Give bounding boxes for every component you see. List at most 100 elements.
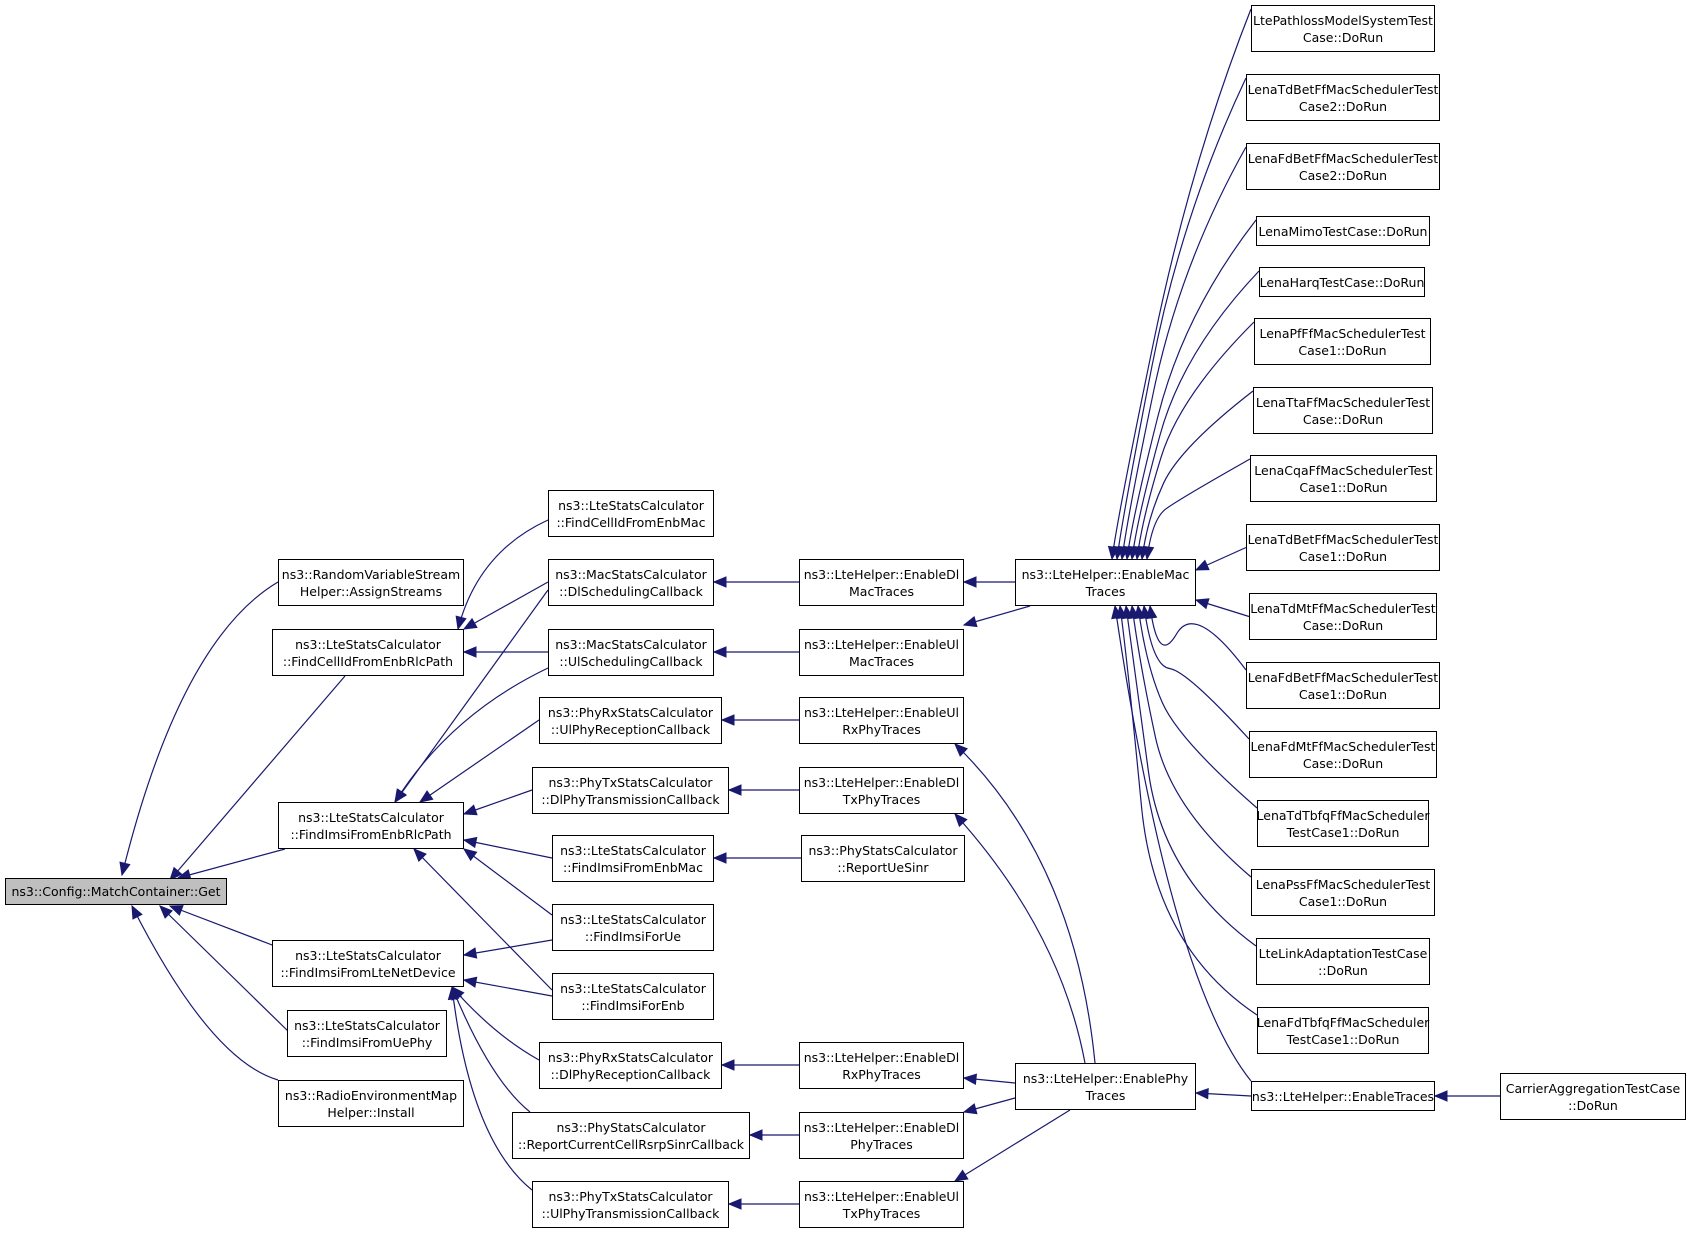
edge-fimenb-to-fimrlc bbox=[413, 848, 553, 991]
edge-ephy-to-edlrxphy bbox=[962, 1073, 1016, 1085]
graph-node-t5[interactable]: LenaHarqTestCase::DoRun bbox=[1259, 267, 1425, 297]
graph-node-carrier[interactable]: CarrierAggregationTestCase::DoRun bbox=[1500, 1073, 1686, 1120]
graph-node-dlsched[interactable]: ns3::MacStatsCalculator::DlSchedulingCal… bbox=[548, 559, 714, 606]
node-label-line: LtePathlossModelSystemTest bbox=[1253, 12, 1433, 28]
graph-node-fcirlc[interactable]: ns3::LteStatsCalculator::FindCellIdFromE… bbox=[272, 629, 464, 676]
node-label-line: ::DlPhyTransmissionCallback bbox=[541, 791, 720, 807]
graph-node-dlphyrx[interactable]: ns3::PhyRxStatsCalculator::DlPhyReceptio… bbox=[539, 1042, 722, 1089]
graph-node-uesinr[interactable]: ns3::PhyStatsCalculator::ReportUeSinr bbox=[801, 835, 965, 882]
edge-t3-to-emac bbox=[1117, 146, 1247, 561]
edge-line bbox=[131, 905, 279, 1081]
graph-node-fimenb[interactable]: ns3::LteStatsCalculator::FindImsiForEnb bbox=[552, 973, 714, 1020]
node-label-line: ns3::LteHelper::EnableDl bbox=[803, 1119, 960, 1135]
edge-etraces-to-ephy bbox=[1194, 1087, 1252, 1100]
node-label-line: MacTraces bbox=[849, 583, 914, 599]
node-label-line: LenaTdMtFfMacSchedulerTest bbox=[1250, 600, 1436, 616]
edge-ulphytx-to-fimlte bbox=[447, 985, 533, 1191]
edge-ephy-to-edlphy bbox=[962, 1097, 1016, 1115]
edge-line bbox=[1125, 605, 1257, 947]
node-label-line: Case2::DoRun bbox=[1298, 98, 1388, 114]
graph-node-fimuephy[interactable]: ns3::LteStatsCalculator::FindImsiFromUeP… bbox=[287, 1010, 447, 1057]
edge-edltxphy-to-dlphytx bbox=[727, 784, 799, 796]
graph-node-ulphyrx[interactable]: ns3::PhyRxStatsCalculator::UlPhyReceptio… bbox=[539, 697, 722, 744]
graph-node-fimenbmac[interactable]: ns3::LteStatsCalculator::FindImsiFromEnb… bbox=[552, 835, 714, 882]
node-label-line: ns3::PhyRxStatsCalculator bbox=[547, 1049, 714, 1065]
edge-ulphyrx-to-fimrlc bbox=[418, 719, 540, 803]
node-label-line: ::ReportCurrentCellRsrpSinrCallback bbox=[518, 1136, 744, 1152]
node-label-line: Case::DoRun bbox=[1302, 755, 1384, 771]
edge-line bbox=[1146, 458, 1251, 560]
node-label-line: ns3::LteHelper::EnableDl bbox=[803, 566, 960, 582]
edge-dlsched-to-fcirlc bbox=[462, 581, 549, 630]
arrowhead-icon bbox=[413, 848, 427, 862]
node-label-line: Case::DoRun bbox=[1302, 411, 1384, 427]
node-label-line: ns3::LteHelper::EnableUl bbox=[803, 636, 960, 652]
edge-dlphyrx-to-fimlte bbox=[451, 986, 540, 1061]
edge-line bbox=[1149, 605, 1247, 671]
edge-etraces-to-emac bbox=[1111, 604, 1252, 1082]
graph-node-fimlte[interactable]: ns3::LteStatsCalculator::FindImsiFromLte… bbox=[272, 940, 464, 987]
graph-node-fimrlc[interactable]: ns3::LteStatsCalculator::FindImsiFromEnb… bbox=[278, 802, 464, 849]
node-label-line: ::DoRun bbox=[1568, 1097, 1618, 1113]
edge-t14-to-emac bbox=[1127, 604, 1252, 878]
node-label-line: ns3::LteStatsCalculator bbox=[295, 636, 441, 652]
graph-node-dlphytx[interactable]: ns3::PhyTxStatsCalculator::DlPhyTransmis… bbox=[532, 767, 729, 814]
node-label-line: Case1::DoRun bbox=[1298, 893, 1388, 909]
arrowhead-icon bbox=[954, 743, 968, 757]
node-label-line: LenaPssFfMacSchedulerTest bbox=[1255, 876, 1431, 892]
edge-line bbox=[954, 1109, 1071, 1182]
arrowhead-icon bbox=[720, 1059, 735, 1071]
edge-line bbox=[463, 839, 553, 859]
graph-node-ulphytx[interactable]: ns3::PhyTxStatsCalculator::UlPhyTransmis… bbox=[532, 1181, 729, 1228]
edge-line bbox=[394, 667, 549, 803]
arrowhead-icon bbox=[455, 615, 467, 631]
node-label-line: LenaTdBetFfMacSchedulerTest bbox=[1247, 531, 1439, 547]
root-node[interactable]: ns3::Config::MatchContainer::Get bbox=[5, 878, 227, 905]
node-label-line: Case1::DoRun bbox=[1299, 479, 1388, 495]
graph-node-fimue[interactable]: ns3::LteStatsCalculator::FindImsiForUe bbox=[552, 904, 714, 951]
node-label-line: Case1::DoRun bbox=[1298, 342, 1387, 358]
node-label-line: ns3::LteHelper::EnableDl bbox=[803, 1049, 960, 1065]
edge-fcimac-to-fcirlc bbox=[455, 519, 549, 631]
graph-node-t4[interactable]: LenaMimoTestCase::DoRun bbox=[1256, 216, 1430, 246]
node-label-line: LteLinkAdaptationTestCase bbox=[1258, 945, 1428, 961]
graph-node-etraces[interactable]: ns3::LteHelper::EnableTraces bbox=[1251, 1081, 1435, 1111]
edge-line bbox=[159, 905, 293, 1036]
edge-line bbox=[451, 986, 540, 1061]
edge-rvs-to-root bbox=[119, 581, 279, 877]
edge-line bbox=[419, 719, 540, 803]
node-label-line: MacTraces bbox=[849, 653, 914, 669]
arrowhead-icon bbox=[1433, 1090, 1448, 1102]
edge-edlmac-to-dlsched bbox=[712, 576, 799, 588]
graph-node-ulsched[interactable]: ns3::MacStatsCalculator::UlSchedulingCal… bbox=[548, 629, 714, 676]
graph-node-t15[interactable]: LteLinkAdaptationTestCase::DoRun bbox=[1256, 938, 1430, 985]
node-label-line: ns3::LteStatsCalculator bbox=[560, 842, 706, 858]
graph-node-rsrp[interactable]: ns3::PhyStatsCalculator::ReportCurrentCe… bbox=[512, 1112, 750, 1159]
graph-node-fcimac[interactable]: ns3::LteStatsCalculator::FindCellIdFromE… bbox=[548, 490, 714, 537]
edge-line bbox=[169, 675, 346, 881]
